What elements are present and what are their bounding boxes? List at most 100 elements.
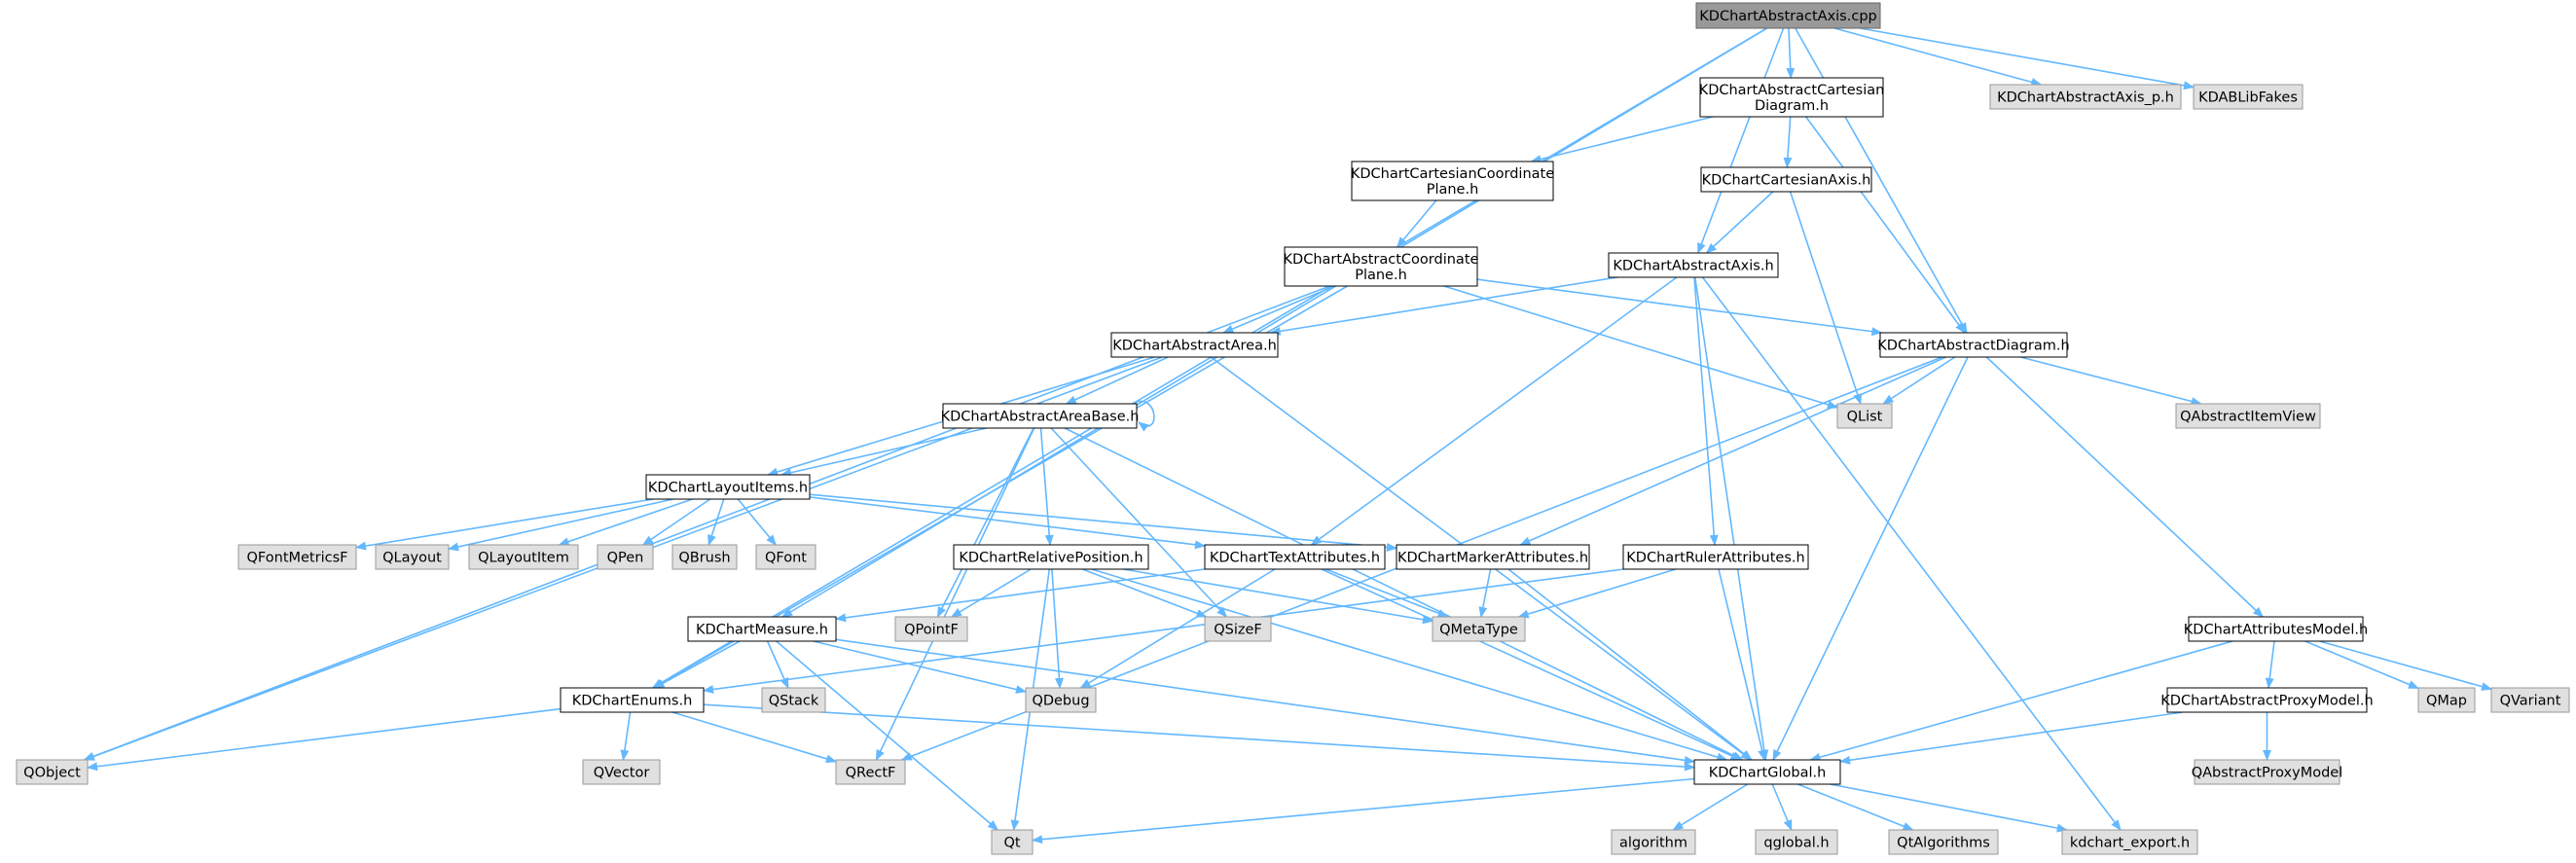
node-kdexport: kdchart_export.h [2061,829,2198,855]
edge-absaxis-to-absarea [1269,276,1618,336]
edge-areabase-to-global [1064,427,1744,761]
node-box [991,829,1034,855]
node-label: QAbstractItemView [2180,410,2316,425]
node-absaxis[interactable]: KDChartAbstractAxis.h [1608,252,1779,278]
edge-measure-to-enums [653,640,741,689]
node-rulerattr[interactable]: KDChartRulerAttributes.h [1622,544,1809,570]
node-label: algorithm [1619,836,1687,851]
node-label: KDChartEnums.h [572,694,693,709]
node-box [1351,161,1554,201]
edge-areabase-to-qrectf [875,427,1035,762]
edge-absaxis-to-kdexport [1701,276,2122,831]
node-label: KDChartAbstractCartesian [1699,83,1885,98]
node-absarea[interactable]: KDChartAbstractArea.h [1110,332,1279,358]
node-label: Plane.h [1427,182,1479,198]
node-layout[interactable]: KDChartLayoutItems.h [645,474,811,500]
edge-relpos-to-qpointf [950,568,1032,618]
node-box [687,616,837,642]
node-box [1110,332,1279,358]
edge-root-to-kdablib [1859,27,2195,90]
node-qpointf: QPointF [894,616,968,642]
node-measure[interactable]: KDChartMeasure.h [687,616,837,642]
node-label: KDChartAbstractProxyModel.h [2160,694,2373,709]
node-box [1836,403,1893,429]
edge-enums-to-qobject [86,707,562,772]
node-label: KDChartMarkerAttributes.h [1397,551,1588,566]
node-label: QPen [607,551,644,566]
node-box [942,403,1138,429]
node-box [2175,403,2321,429]
node-qobject: QObject [16,759,89,785]
node-label: KDChartCartesianAxis.h [1702,173,1871,189]
edge-areabase-self-loop [1132,400,1155,432]
edge-layout-to-qfont [737,498,777,546]
node-label: QVector [594,766,650,781]
node-label: KDChartAbstractCoordinate [1284,252,1479,268]
node-box [2194,759,2340,785]
node-root[interactable]: KDChartAbstractAxis.cpp [1695,2,1881,29]
node-box [1025,687,1097,713]
edge-enums-to-qrectf [671,711,838,764]
node-qrectf: QRectF [835,759,906,785]
node-cartaxis[interactable]: KDChartCartesianAxis.h [1700,166,1872,193]
node-box [645,474,811,500]
node-enums[interactable]: KDChartEnums.h [560,687,705,713]
node-algorithm: algorithm [1611,829,1696,855]
node-relpos[interactable]: KDChartRelativePosition.h [953,544,1149,570]
node-proxymodel[interactable]: KDChartAbstractProxyModel.h [2160,687,2374,713]
node-qpen: QPen [597,544,654,570]
node-box [1622,544,1809,570]
edge-rulerattr-to-qmetatype [1517,568,1677,619]
node-global[interactable]: KDChartGlobal.h [1693,759,1841,785]
edge-cartaxis-to-absaxis [1705,191,1774,254]
edge-global-to-qt [1031,777,1695,845]
edge-absarea-to-areabase [1065,356,1169,405]
edge-absdiag-to-global [1772,356,1969,762]
node-label: KDChartLayoutItems.h [648,481,808,496]
node-label: KDChartMeasure.h [696,623,828,638]
node-label: KDChartGlobal.h [1709,766,1827,781]
node-label: QtAlgorithms [1897,836,1990,851]
edge-textattr-to-measure [834,568,1206,623]
edge-rulerattr-to-enums [702,568,1624,694]
edge-root-to-absdiag [1795,27,1968,334]
node-label: Diagram.h [1755,98,1829,114]
edge-cartdiag-to-cartcoord [1530,116,1714,163]
graph-edges [83,27,2493,845]
edge-layout-to-qbrush [707,498,725,547]
node-label: KDChartAbstractArea.h [1112,339,1277,354]
node-textattr[interactable]: KDChartTextAttributes.h [1204,544,1386,570]
node-box [1204,544,1386,570]
node-label: kdchart_export.h [2070,836,2190,851]
node-box [761,687,826,713]
edge-global-to-qtalgorithms [1797,783,1914,831]
node-box [1699,77,1884,118]
node-absdiag[interactable]: KDChartAbstractDiagram.h [1877,332,2070,358]
node-label: KDChartAbstractDiagram.h [1877,339,2069,354]
node-qbrush: QBrush [671,544,738,570]
node-qmetatype: QMetaType [1432,616,1526,642]
node-box [1396,544,1590,570]
edge-measure-to-qstack [766,640,789,690]
edge-layout-to-qfm [354,498,654,551]
node-qt: Qt [991,829,1034,855]
node-box [2061,829,2198,855]
node-markerattr[interactable]: KDChartMarkerAttributes.h [1396,544,1590,570]
edge-relpos-to-qsizef [1082,568,1208,618]
node-areabase[interactable]: KDChartAbstractAreaBase.h [941,403,1140,429]
edge-cartaxis-to-qlist [1789,191,1862,406]
node-qaiv: QAbstractItemView [2175,403,2321,429]
node-box [2166,687,2368,713]
node-label: QSizeF [1214,623,1262,638]
node-box [894,616,968,642]
edge-measure-to-global [835,638,1696,765]
node-label: KDChartAttributesModel.h [2184,623,2368,638]
node-label: Qt [1003,836,1020,851]
node-qtalgorithms: QtAlgorithms [1888,829,1999,855]
node-attrmodel[interactable]: KDChartAttributesModel.h [2184,616,2368,642]
node-box [375,544,450,570]
edge-markerattr-to-global [1507,568,1753,761]
